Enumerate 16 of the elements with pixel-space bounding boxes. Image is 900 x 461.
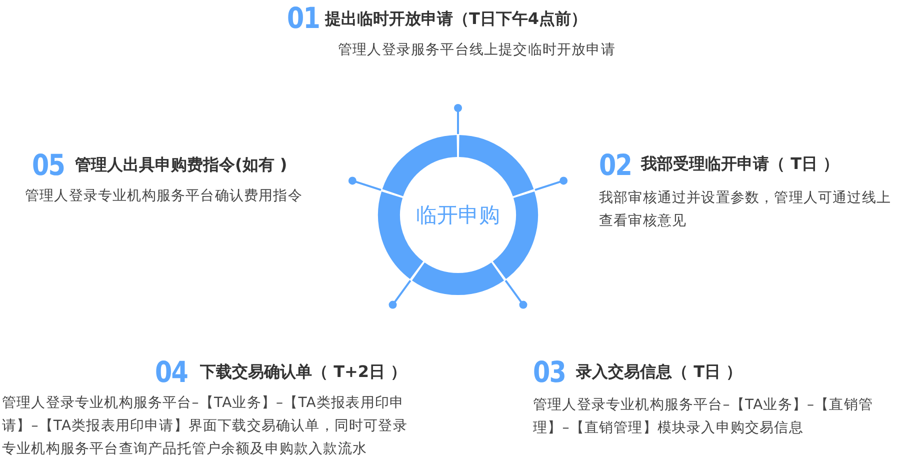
step-title: 下载交易确认单（ T+2日 ） [200, 362, 407, 382]
step-number: 01 [287, 3, 320, 33]
step-description: 管理人登录专业机构服务平台–【TA业务】–【TA类报表用印申请】–【TA类报表用印申请】界面下载交易确认单，同时可登录专业机构服务平台查询产品托管户余额及申购款入款流水 [2, 394, 408, 459]
center-label: 临开申购 [416, 202, 500, 229]
step-title: 我部受理临开申请（ T日 ） [641, 154, 840, 174]
step-title: 管理人出具申购费指令(如有 ) [75, 155, 288, 175]
step-description: 我部审核通过并设置参数，管理人可通过线上查看审核意见 [599, 189, 891, 231]
step-description: 管理人登录服务平台线上提交临时开放申请 [338, 41, 616, 60]
step-description: 管理人登录专业机构服务平台确认费用指令 [25, 187, 304, 206]
step-number: 05 [32, 150, 65, 180]
step-number: 03 [533, 357, 566, 387]
step-number: 04 [155, 357, 188, 387]
step-number: 02 [599, 150, 632, 180]
step-description: 管理人登录专业机构服务平台–【TA业务】–【直销管理】–【直销管理】模块录入申购交易信息 [533, 396, 874, 438]
step-title: 录入交易信息（ T日 ） [576, 362, 742, 382]
step-title: 提出临时开放申请（T日下午4点前） [325, 9, 588, 29]
